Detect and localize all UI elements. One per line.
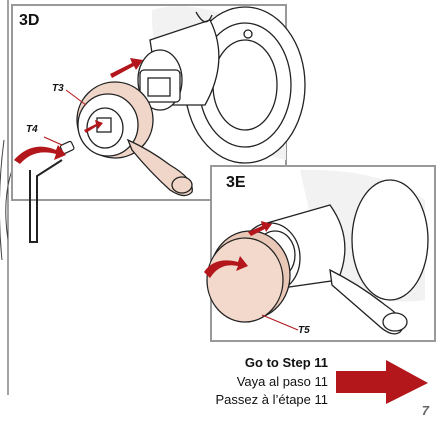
- page-number: 7: [421, 403, 429, 418]
- rotate-arrow-3e: [204, 256, 248, 278]
- t3-leader: [65, 89, 87, 106]
- red-arrow-3e: [248, 221, 272, 236]
- go-to-step-arrow: [336, 360, 428, 404]
- t5-leader: [261, 314, 299, 331]
- red-arrow-inner-3d: [84, 120, 103, 133]
- rotate-arrow-3d: [14, 145, 66, 164]
- next-step-block: Go to Step 11 Vaya al paso 11 Passez à l…: [216, 354, 329, 410]
- panel-3d-label: 3D: [19, 12, 40, 29]
- spanish-instruction: Vaya al paso 11: [236, 373, 328, 389]
- callout-t4: T4: [26, 124, 38, 135]
- valve-body-3d: [137, 6, 306, 164]
- handle-assembly-t3: [76, 81, 193, 197]
- panel-3e-label: 3E: [226, 174, 246, 191]
- go-to-step-link[interactable]: Go to Step 11: [244, 355, 328, 370]
- allen-key: [29, 159, 63, 243]
- french-instruction: Passez à l’étape 11: [215, 392, 329, 407]
- callout-t5: T5: [298, 325, 310, 336]
- left-edge-lines: [0, 0, 13, 395]
- cap-t5: [206, 230, 291, 323]
- callout-t3: T3: [52, 83, 64, 94]
- red-arrow-3d: [110, 58, 143, 78]
